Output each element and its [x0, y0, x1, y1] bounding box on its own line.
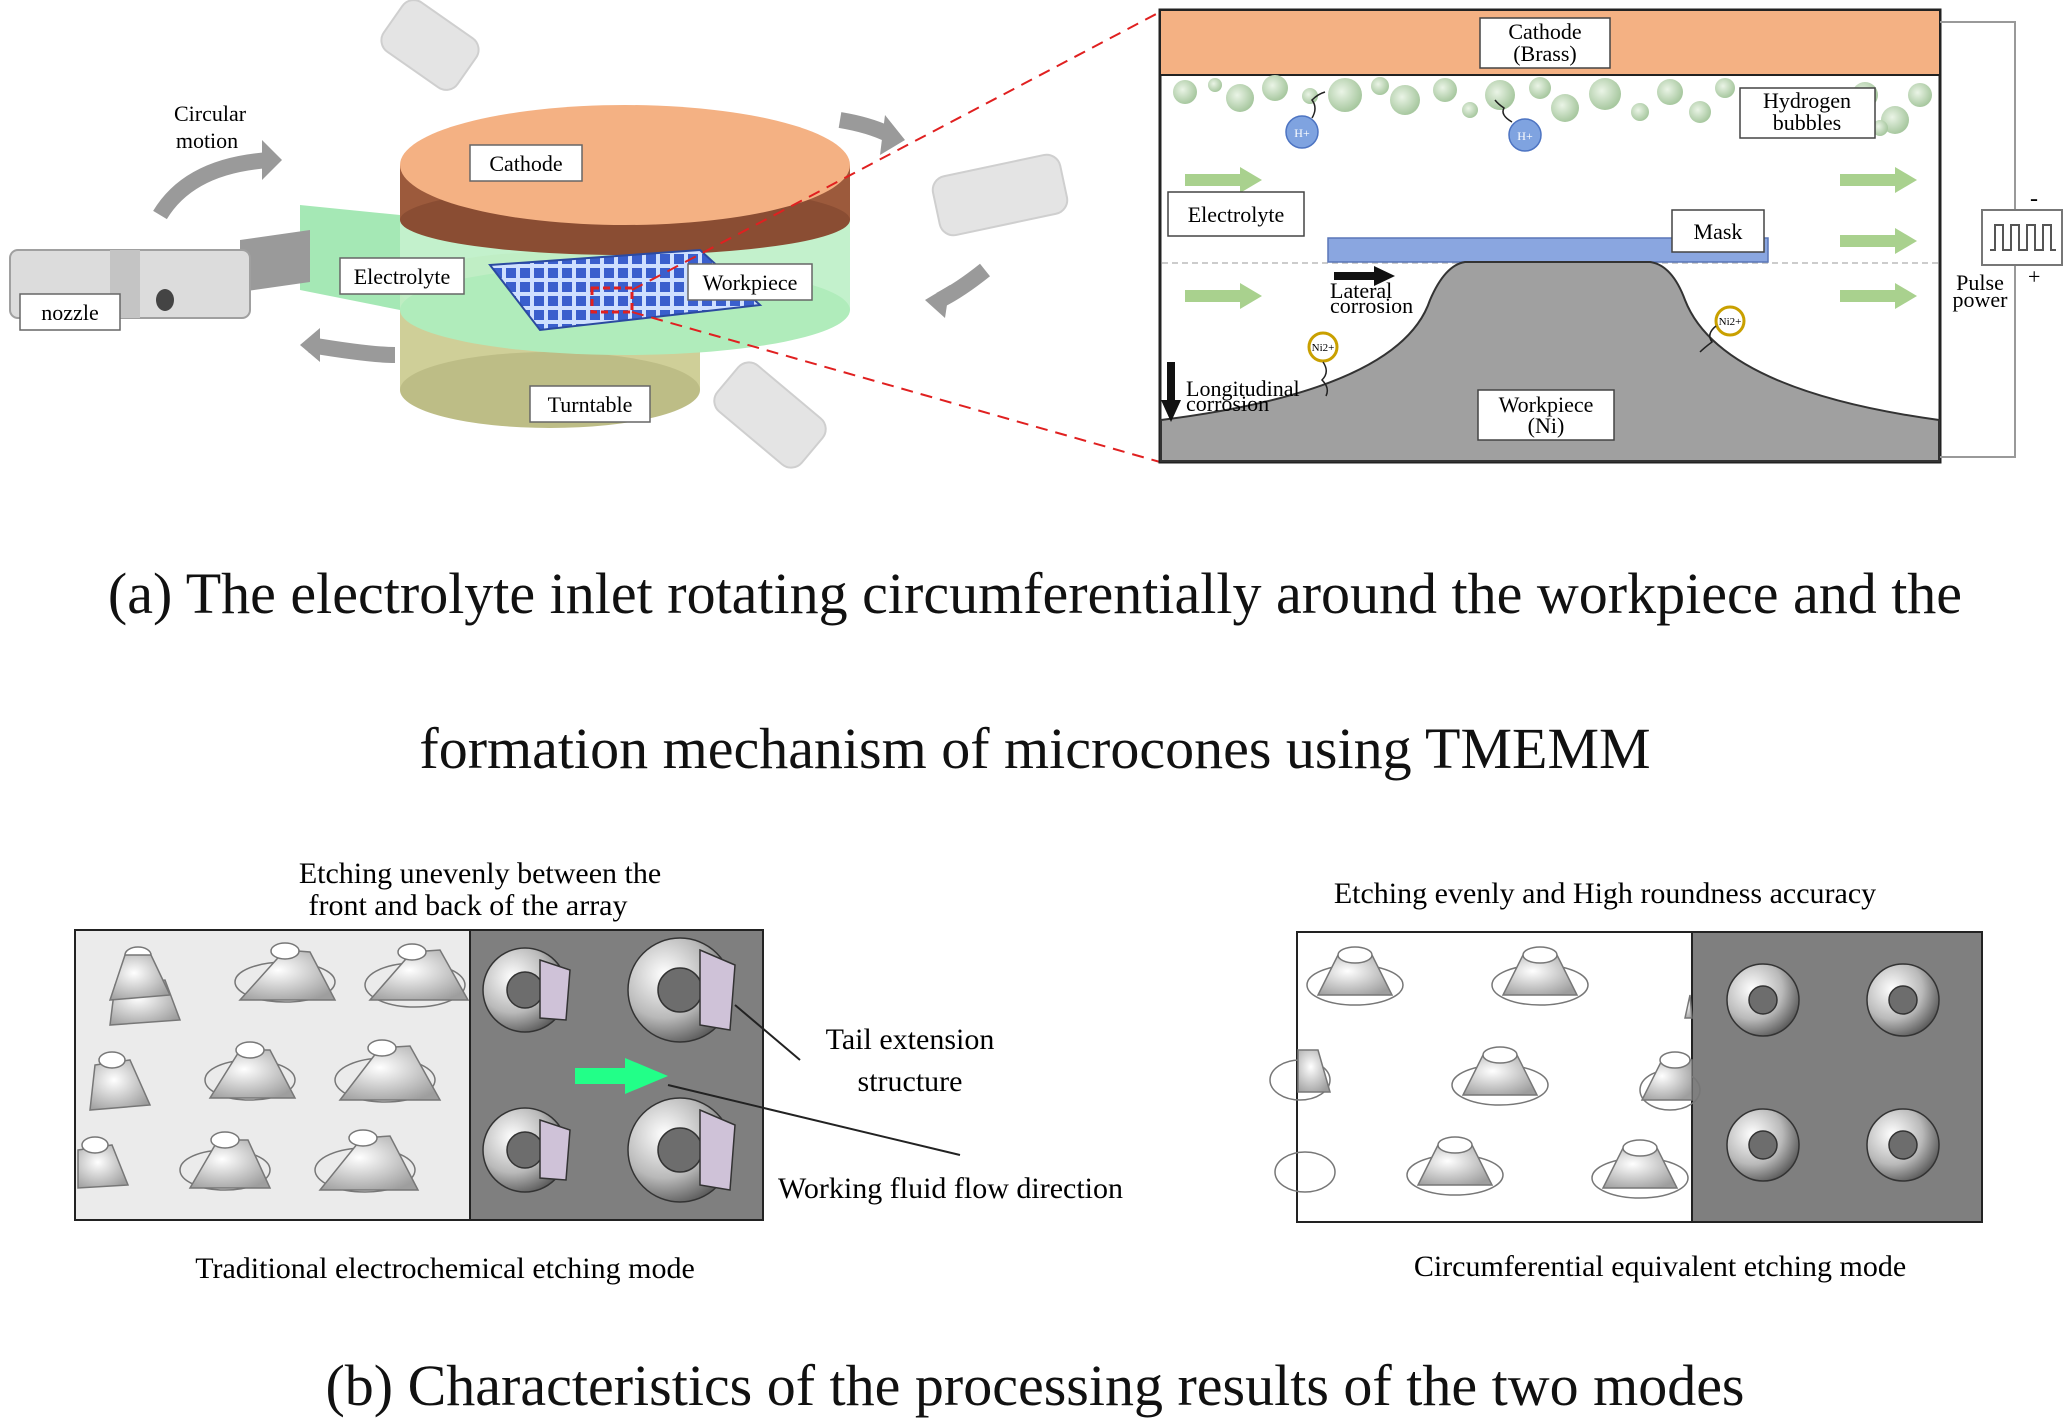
workpiece-zoom-box [590, 286, 634, 314]
label-cathode: Cathode [489, 151, 562, 176]
caption-a-line2: formation mechanism of microcones using … [419, 716, 1651, 781]
h-ion-1 [1285, 115, 1319, 149]
rotation-arrow-lower [308, 337, 396, 363]
ni-ion-1-label: Ni2+ [1312, 342, 1335, 354]
flow-leader-line [667, 1084, 961, 1156]
nozzle-ghost-right [931, 153, 1069, 237]
ni-ion-2-trail [1699, 325, 1717, 353]
longitudinal-arrow-shaft [1167, 362, 1175, 402]
tail-label-2: structure [858, 1065, 963, 1098]
traditional-mode-panel: Etching unevenly between the front and b… [74, 857, 1123, 1285]
symmetric-dark-cones [1726, 963, 1940, 1182]
nozzle-tip [240, 230, 310, 292]
label-electrolyte: Electrolyte [354, 264, 451, 289]
left-title-line2: front and back of the array [308, 889, 627, 922]
label-box-turntable [529, 385, 651, 423]
rotation-arrow-upper-right [838, 112, 894, 143]
h-ion-2-trail [1494, 99, 1513, 123]
flow-direction-label: Working fluid flow direction [778, 1172, 1123, 1205]
ni-ion-1 [1307, 331, 1339, 363]
rotation-arrowhead-right [925, 285, 950, 318]
dark-cones [482, 937, 736, 1203]
label-hydrogen-2: bubbles [1773, 110, 1841, 135]
h-ion-1-trail [1311, 91, 1326, 119]
rotation-arrowhead-lower [300, 328, 320, 362]
lateral-arrow-head [1374, 266, 1395, 286]
label-longitudinal-1: Longitudinal [1186, 376, 1300, 401]
power-wire [1940, 21, 2016, 210]
label-motion: motion [176, 128, 238, 153]
label-cathode-brass-2: (Brass) [1513, 41, 1577, 66]
label-circular: Circular [174, 101, 247, 126]
power-wire-return [1940, 265, 2016, 458]
nozzle-ghost-bottom [713, 361, 827, 469]
symmetric-light-cones [1269, 946, 1701, 1199]
right-title: Etching evenly and High roundness accura… [1334, 877, 1876, 910]
label-hydrogen-1: Hydrogen [1763, 88, 1851, 113]
label-box-hydrogen [1739, 87, 1876, 139]
label-pulse: Pulse [1956, 270, 2004, 295]
flow-direction-arrowhead [625, 1058, 668, 1094]
label-lateral-2: corrosion [1330, 293, 1413, 318]
h-ion-2 [1508, 118, 1542, 152]
h-ion-1-label: H+ [1294, 126, 1310, 140]
label-box-mask [1671, 209, 1765, 253]
label-nozzle: nozzle [41, 300, 98, 325]
label-longitudinal-2: corrosion [1186, 391, 1269, 416]
label-box-electrolyte-right [1167, 191, 1305, 237]
traditional-mode-label: Traditional electrochemical etching mode [195, 1252, 695, 1285]
circumferential-mode-label: Circumferential equivalent etching mode [1414, 1250, 1906, 1283]
label-power: power [1953, 287, 2009, 312]
label-electrolyte-right: Electrolyte [1188, 202, 1285, 227]
left-title-line1: Etching unevenly between the [299, 857, 661, 890]
label-workpiece-ni-1: Workpiece [1499, 392, 1594, 417]
workpiece-profile [1160, 261, 1940, 462]
label-box-cathode [469, 144, 583, 182]
h-ion-2-label: H+ [1517, 129, 1533, 143]
caption-b: (b) Characteristics of the processing re… [325, 1353, 1745, 1418]
lateral-arrow-shaft [1334, 272, 1374, 280]
label-plus: + [2028, 264, 2040, 289]
mechanism-diagram: H+ H+ Cathode (Brass) Hydrogen bubbles E… [1158, 8, 2063, 464]
flow-arrows [1185, 167, 1917, 309]
pulse-waveform-icon [1990, 224, 2056, 251]
label-box-nozzle [19, 293, 121, 331]
nozzle-hole [156, 289, 174, 311]
label-box-electrolyte [339, 257, 465, 295]
zoom-line-bottom [631, 311, 1161, 463]
cathode-top [400, 105, 850, 225]
label-box-cathode-brass [1479, 17, 1611, 69]
apparatus-illustration: nozzle Circular motion Cathode Electroly… [9, 0, 1069, 469]
label-mask: Mask [1694, 219, 1743, 244]
ni-ion-2-label: Ni2+ [1719, 316, 1742, 328]
label-turntable: Turntable [548, 392, 633, 417]
tail-leader-line [734, 1004, 801, 1061]
rotation-arrowhead-upper-right [880, 115, 905, 155]
flow-direction-arrow-shaft [575, 1068, 627, 1084]
label-box-workpiece [687, 263, 813, 301]
label-lateral-1: Lateral [1330, 278, 1392, 303]
tail-label-1: Tail extension [826, 1023, 995, 1056]
circumferential-mode-panel: Etching evenly and High roundness accura… [1269, 877, 1983, 1283]
ni-ion-2 [1714, 305, 1746, 337]
rotation-arrow-upper-left [153, 152, 271, 220]
caption-a-line1: (a) The electrolyte inlet rotating circu… [107, 561, 1963, 626]
label-workpiece-ni-2: (Ni) [1528, 413, 1565, 438]
nozzle-ghost-top [380, 0, 480, 91]
label-cathode-brass-1: Cathode [1508, 19, 1581, 44]
circumferential-dark-area [1691, 931, 1983, 1223]
light-cones [77, 942, 470, 1193]
ni-ion-1-trail [1320, 361, 1329, 397]
label-minus: - [2030, 186, 2038, 212]
label-box-workpiece-ni [1477, 389, 1615, 441]
longitudinal-arrow-head [1161, 400, 1181, 422]
rotation-arrowhead-upper-left [262, 140, 282, 180]
label-workpiece: Workpiece [703, 270, 798, 295]
